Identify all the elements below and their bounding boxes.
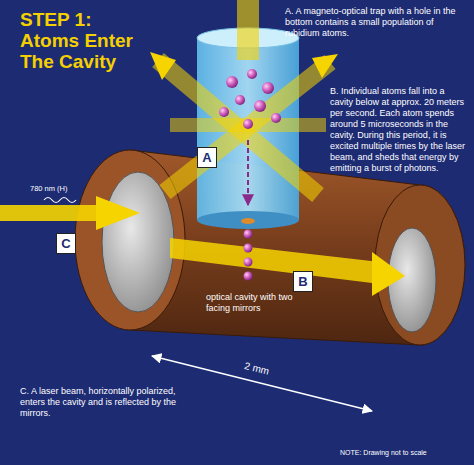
- callout-letter: A: [202, 151, 211, 164]
- note-text: A. A magneto-optical trap with a hole in…: [285, 6, 469, 39]
- callout-box: B: [293, 271, 313, 292]
- callout-box: A: [197, 147, 217, 168]
- callout-box: C: [56, 233, 76, 254]
- note-text: C. A laser beam, horizontally polarized,…: [20, 386, 192, 419]
- note-text: B. Individual atoms fall into a cavity b…: [330, 86, 468, 174]
- diagram-title: STEP 1: Atoms Enter The Cavity: [20, 10, 144, 73]
- part-name: optical cavity with two facing mirrors: [206, 292, 306, 314]
- callout-letter: C: [61, 237, 70, 250]
- footnote: NOTE: Drawing not to scale: [340, 449, 470, 458]
- callout-letter: B: [298, 275, 307, 288]
- wavelength-label: 780 nm (H): [30, 184, 110, 193]
